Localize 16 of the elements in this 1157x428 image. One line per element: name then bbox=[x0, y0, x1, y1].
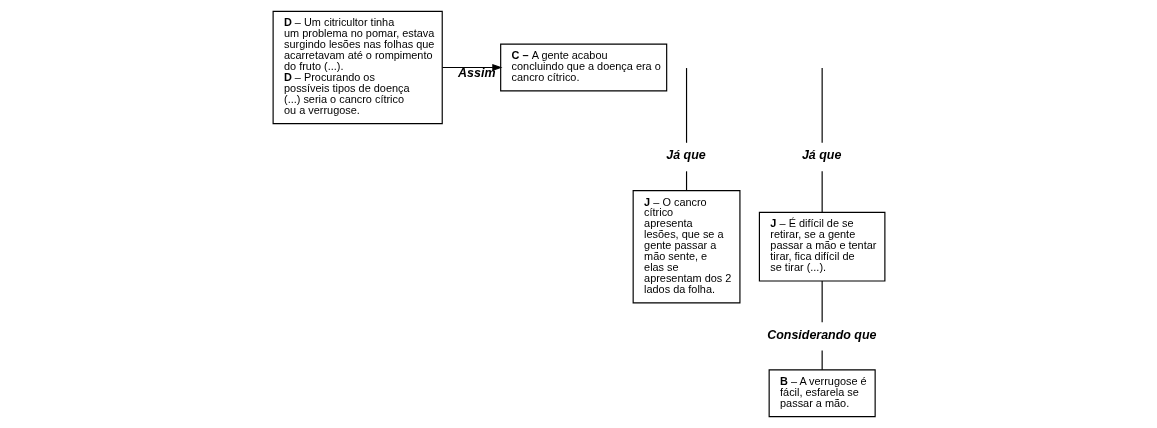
arrow bbox=[441, 63, 502, 72]
connector bbox=[821, 170, 823, 213]
node-box: B – A verrugose é fácil, esfarela se passar a mão. bbox=[768, 369, 876, 418]
node-text: Já que bbox=[801, 148, 841, 163]
edge-label: Assim bbox=[457, 65, 496, 80]
connector bbox=[821, 67, 823, 144]
node-box: J – O cancro cítrico apresenta lesões, que se a gente passar a mão sente, e elas se apresentam dos 2 lados da folha. bbox=[632, 190, 740, 304]
connector bbox=[821, 349, 823, 371]
node-box: D – Um citricultor tinha um problema no pomar, estava surgindo lesões nas folhas que acarretavam até o rompimento do fruto (...). D – Procurando os possíveis tipos de doença (...) seria o cancro cítrico ou a verrugose. bbox=[272, 10, 443, 125]
connector bbox=[685, 67, 687, 144]
connector bbox=[685, 170, 687, 191]
node-box: J – É difícil de se retirar, se a gente passar a mão e tentar tirar, fica difícil de se tirar (...). bbox=[758, 211, 885, 282]
node-text: Já que bbox=[665, 148, 706, 163]
node-box: C – A gente acabou concluindo que a doença era o cancro cítrico. bbox=[499, 43, 667, 92]
node-text: Considerando que bbox=[766, 327, 877, 342]
connector bbox=[821, 280, 823, 323]
